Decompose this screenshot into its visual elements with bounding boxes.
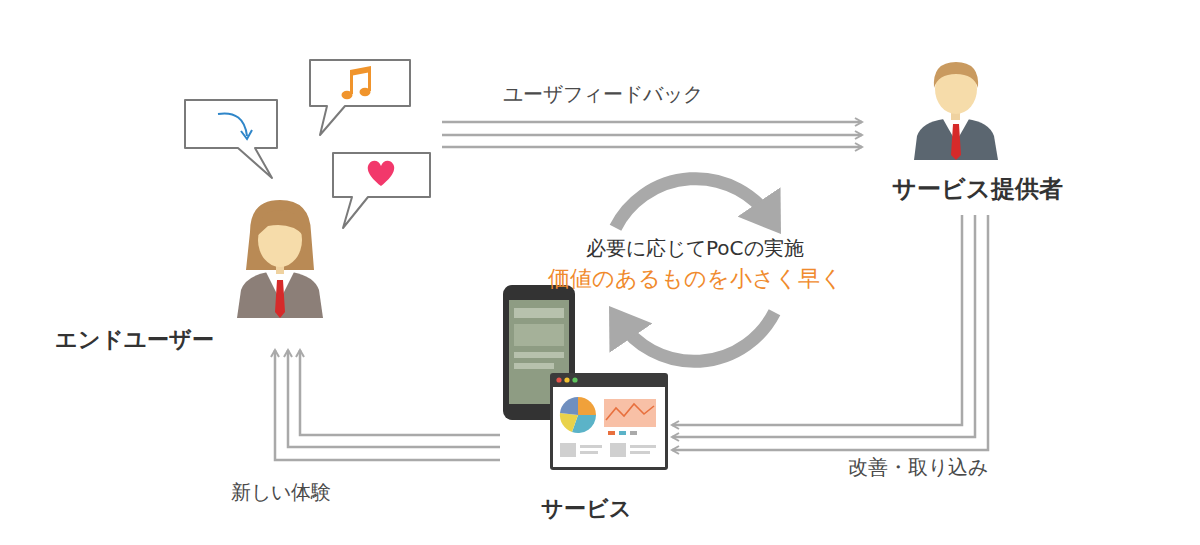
bubble xyxy=(333,153,430,228)
shape-path xyxy=(560,413,578,432)
shape-rect xyxy=(514,363,554,369)
edge-label: 改善・取り込み xyxy=(845,455,991,479)
shape-path xyxy=(914,119,998,160)
shape-path xyxy=(246,200,314,270)
shape-rect xyxy=(580,445,602,448)
shape-ellipse xyxy=(360,88,371,96)
bubble-icons xyxy=(218,66,394,186)
flow-connector xyxy=(442,122,862,147)
shape-rect xyxy=(514,352,564,358)
shape-circle xyxy=(572,377,577,382)
shape-path xyxy=(275,280,285,318)
shape-circle xyxy=(556,377,561,382)
bubble xyxy=(310,60,410,135)
shape-rect xyxy=(580,451,598,454)
shape-path xyxy=(578,397,596,415)
shape-rect xyxy=(630,445,656,448)
connector-line xyxy=(442,121,862,124)
shape-path xyxy=(951,124,961,160)
shape-path xyxy=(350,66,371,76)
connector-line xyxy=(300,350,500,435)
heart-icon xyxy=(368,161,394,186)
actor-label: エンドユーザー xyxy=(55,327,214,353)
edge-label: ユーザフィードバック xyxy=(500,82,706,106)
shape-ellipse xyxy=(342,91,353,99)
shape-rect xyxy=(630,431,637,435)
actor-node: サービス提供者 xyxy=(862,55,1092,215)
shape-rect xyxy=(514,308,564,318)
provider-figure xyxy=(914,62,998,160)
shape-path xyxy=(934,62,978,88)
speech-bubbles xyxy=(185,60,430,228)
cycle-highlight: 価値のあるものを小さく早く xyxy=(548,266,843,292)
actor-node: エンドユーザー xyxy=(50,55,442,350)
shape-rect xyxy=(550,373,668,470)
connector-line xyxy=(288,350,500,447)
shape-rect xyxy=(630,451,650,454)
service-label: サービス xyxy=(541,496,632,522)
connector-line xyxy=(442,146,862,149)
shape-path xyxy=(237,272,323,318)
shape-circle xyxy=(564,377,569,382)
connector-line xyxy=(275,350,500,460)
bubble xyxy=(185,100,277,178)
shape-rect xyxy=(608,431,615,435)
actor-label: サービス提供者 xyxy=(892,175,1063,204)
cycle-node: 必要に応じてPoCの実施価値のあるものを小さく早く xyxy=(530,170,860,370)
shape-path xyxy=(606,404,654,420)
cycle-arc xyxy=(616,179,771,228)
arrow-tip xyxy=(241,130,252,139)
cycle-text: 必要に応じてPoCの実施 xyxy=(586,236,804,260)
edge-label: 新しい体験 xyxy=(228,480,334,504)
shape-rect xyxy=(604,399,656,427)
cycle-arc xyxy=(620,312,775,361)
music-note-icon xyxy=(342,66,372,99)
shape-path xyxy=(560,397,578,415)
shape-rect xyxy=(560,443,576,457)
shape-rect xyxy=(514,324,564,346)
shape-rect xyxy=(610,443,626,457)
shape-rect xyxy=(553,387,665,467)
connector-line xyxy=(442,134,862,137)
shape-rect xyxy=(619,431,626,435)
end-user-figure xyxy=(237,200,323,318)
service-node: サービス xyxy=(500,280,672,530)
flow-connector xyxy=(275,350,500,460)
service-devices xyxy=(503,285,668,470)
shape-path xyxy=(257,210,304,236)
